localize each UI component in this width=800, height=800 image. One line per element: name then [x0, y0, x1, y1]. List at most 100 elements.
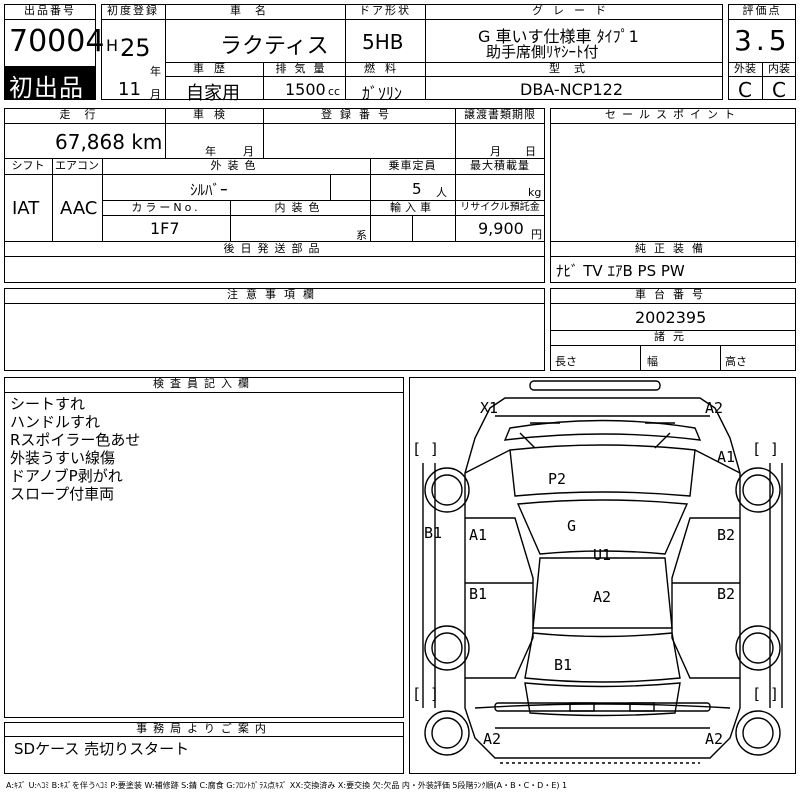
chassis-label: 車台番号 — [635, 288, 711, 301]
car-diagram-box — [409, 377, 796, 774]
office-label: 事務局よりご案内 — [136, 722, 272, 735]
displacement-label: 排気量 — [275, 62, 333, 75]
chassis-value: 2002395 — [635, 308, 707, 327]
recycle-label: リサイクル預託金 — [460, 202, 540, 213]
history-label: 車歴 — [193, 62, 235, 75]
load-unit: kg — [528, 186, 542, 199]
defect-b1-left-rear: B1 — [469, 585, 488, 603]
interior-color-label: 内装色 — [274, 201, 326, 214]
sales-points-box — [550, 108, 796, 283]
defect-u1: U1 — [593, 546, 612, 564]
defect-p2: P2 — [548, 470, 567, 488]
car-diagram — [422, 380, 783, 764]
bracket-left-lower: [ ] — [412, 685, 440, 703]
inspector-note: Rスポイラー色あせ — [10, 431, 141, 449]
interior-color-unit: 系 — [356, 229, 367, 242]
defect-b1-left: B1 — [424, 524, 443, 542]
interior-grade: C — [772, 78, 786, 102]
inspector-note: ハンドルすれ — [10, 413, 101, 431]
defect-b1-rear: B1 — [554, 656, 573, 674]
details-box — [4, 108, 545, 283]
notes-label: 注意事項欄 — [227, 288, 322, 301]
seats-label: 乗車定員 — [388, 159, 437, 172]
inspection-month-unit: 月 — [243, 145, 254, 158]
defect-a1-right: A1 — [717, 448, 736, 466]
legend-text: A:ｷｽﾞ U:ﾍｺﾐ B:ｷｽﾞを伴うﾍｺﾐ P:要塗装 W:補修跡 S:錆 … — [6, 781, 568, 790]
chassis-box — [550, 288, 796, 371]
inspector-note: ドアノブP剥がれ — [10, 467, 123, 485]
equipment-label: 純正装備 — [635, 242, 711, 255]
width-label: 幅 — [647, 355, 658, 368]
bracket-right-upper: [ ] — [752, 440, 780, 458]
shift-value: IAT — [12, 198, 40, 219]
color-value: ｼﾙﾊﾞｰ — [190, 181, 228, 199]
sales-points-label: セールスポイント — [605, 108, 741, 121]
inspector-label: 検査員記入欄 — [153, 377, 255, 390]
model-label: 型式 — [549, 62, 599, 75]
fuel-value: ｶﾞｿﾘﾝ — [362, 84, 403, 103]
shift-label: シフト — [11, 159, 45, 172]
length-label: 長さ — [555, 355, 577, 368]
dims-label: 諸元 — [654, 330, 692, 343]
reg-label: 初度登録 — [107, 4, 159, 17]
ac-label: エアコン — [55, 159, 99, 172]
defect-a2-front-right: A2 — [705, 399, 724, 417]
office-box — [4, 722, 404, 774]
lot-label: 出品番号 — [24, 4, 76, 17]
door-type: 5HB — [362, 30, 404, 54]
car-name-label: 車名 — [230, 4, 280, 17]
inspection-label: 車検 — [193, 108, 235, 121]
inspector-note: 外装うすい線傷 — [10, 449, 116, 467]
defect-a2-center: A2 — [593, 588, 612, 606]
transfer-month-unit: 月 — [490, 145, 501, 158]
defect-x1: X1 — [480, 399, 499, 417]
load-label: 最大積載量 — [470, 159, 530, 172]
defect-b2-right: B2 — [717, 526, 736, 544]
mileage-label: 走行 — [59, 108, 110, 121]
defect-a2-rear-left: A2 — [483, 730, 502, 748]
header-main-box — [101, 4, 723, 100]
bracket-right-lower: [ ] — [752, 685, 780, 703]
door-label: ドア形状 — [359, 4, 411, 17]
reg-year: 25 — [120, 34, 151, 62]
first-listing-badge — [5, 66, 95, 99]
grade-label: グレード — [532, 4, 616, 17]
notes-box — [4, 288, 545, 371]
era-letter: H — [106, 36, 119, 55]
color-no-label: カラーNo. — [131, 201, 201, 214]
bracket-left-upper: [ ] — [412, 440, 440, 458]
transfer-day-unit: 日 — [525, 145, 536, 158]
inspector-note: シートすれ — [10, 395, 86, 413]
score-value: 3.5 — [734, 24, 791, 57]
seats-unit: 人 — [436, 186, 447, 199]
first-listing-text: 初出品 — [9, 74, 84, 102]
interior-label: 内装 — [768, 62, 790, 75]
color-label: 外装色 — [210, 159, 262, 172]
defect-g: G — [567, 517, 577, 535]
displacement-unit: cc — [328, 85, 341, 98]
month-unit: 月 — [150, 88, 161, 101]
ac-value: AAC — [60, 198, 98, 219]
height-label: 高さ — [725, 355, 747, 368]
lot-number: 70004 — [9, 24, 105, 59]
reg-month: 11 — [118, 79, 141, 100]
transfer-label: 譲渡書類期限 — [464, 108, 536, 121]
import-label: 輸入車 — [390, 201, 435, 214]
mileage-value: 67,868 km — [55, 130, 163, 154]
color-no-value: 1F7 — [150, 219, 180, 238]
car-name: ラクティス — [220, 34, 329, 59]
defect-a1-left: A1 — [469, 526, 488, 544]
later-parts-label: 後日発送部品 — [223, 242, 326, 255]
history-value: 自家用 — [186, 83, 240, 104]
lot-box — [4, 4, 96, 100]
grade-line1: G 車いす仕様車 ﾀｲﾌﾟ1 — [478, 27, 639, 46]
grade-line2: 助手席側ﾘﾔｼｰﾄ付 — [486, 43, 599, 61]
plate-label: 登録番号 — [321, 108, 397, 121]
exterior-label: 外装 — [734, 62, 756, 75]
inspection-year-unit: 年 — [205, 145, 216, 158]
recycle-unit: 円 — [531, 228, 542, 241]
model-value: DBA-NCP122 — [520, 80, 623, 99]
year-unit: 年 — [150, 65, 161, 78]
fuel-label: 燃料 — [364, 62, 406, 75]
score-label: 評価点 — [742, 4, 782, 17]
